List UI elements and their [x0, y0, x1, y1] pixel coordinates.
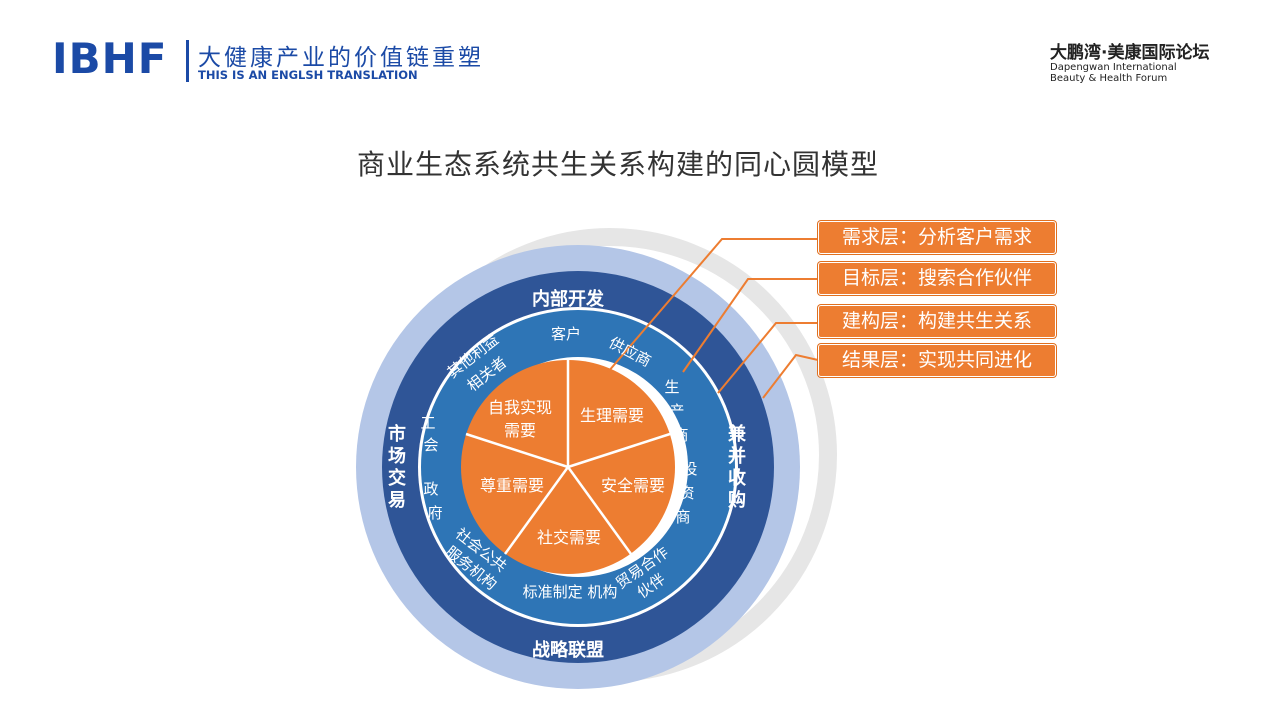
layer-construct: 建构层：构建共生关系 [818, 305, 1056, 338]
stakeholder-union: 工会 [420, 414, 438, 454]
need-esteem: 尊重需要 [480, 476, 544, 495]
stakeholder-producer: 生产商 [664, 378, 688, 444]
layer-connectors [607, 238, 819, 399]
outer-label-right: 兼并收购 [728, 423, 747, 511]
stakeholder-standards: 标准制定 机构 [523, 583, 618, 601]
ibhf-logo: IBHF [52, 34, 168, 83]
need-self-line2: 需要 [504, 421, 536, 440]
layer-result: 结果层：实现共同进化 [818, 344, 1056, 377]
outer-label-bottom: 战略联盟 [532, 639, 604, 661]
header-subtitle: THIS IS AN ENGLSH TRANSLATION [198, 68, 418, 82]
connector-construct [717, 322, 818, 394]
forum-english-line-2: Beauty & Health Forum [1050, 73, 1168, 84]
pie-dividers [465, 360, 671, 555]
need-physiological: 生理需要 [580, 406, 644, 425]
header-divider [186, 40, 189, 82]
outer-label-top: 内部开发 [532, 288, 605, 310]
layer-target: 目标层：搜索合作伙伴 [818, 262, 1056, 295]
forum-title: 大鹏湾·美康国际论坛 [1050, 43, 1210, 63]
need-safety: 安全需要 [601, 476, 665, 495]
stakeholder-customer: 客户 [551, 325, 581, 343]
need-self-line1: 自我实现 [488, 398, 552, 417]
main-title: 商业生态系统共生关系构建的同心圆模型 [356, 148, 879, 181]
layer-demand: 需求层：分析客户需求 [818, 221, 1056, 254]
need-social: 社交需要 [537, 528, 601, 547]
connector-target [682, 278, 818, 373]
header-title: 大健康产业的价值链重塑 [198, 45, 484, 71]
connector-result [762, 353, 819, 399]
forum-english-line-1: Dapengwan International [1050, 62, 1177, 73]
stakeholder-government: 政府 [423, 480, 442, 522]
connector-demand [607, 238, 818, 373]
outer-label-left: 市场交易 [388, 423, 406, 511]
stakeholder-investor: 投资商 [675, 460, 697, 526]
